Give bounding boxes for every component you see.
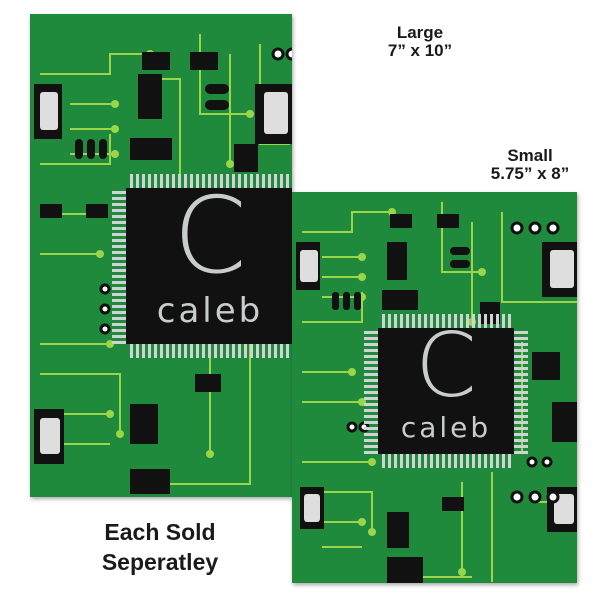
monogram-chip: [126, 188, 292, 344]
small-size-label: Small 5.75” x 8”: [460, 147, 600, 183]
monogram-chip: [378, 328, 514, 454]
note-line-1: Each Sold: [104, 519, 216, 545]
monogram-initial: C: [415, 314, 477, 417]
chip-pins-right: [514, 330, 528, 454]
circuit-pattern: [296, 202, 577, 583]
circuit-pattern: [34, 34, 292, 494]
small-size-name: Small: [507, 146, 553, 165]
monogram-name: caleb: [156, 291, 264, 331]
small-size-dimensions: 5.75” x 8”: [490, 163, 570, 183]
small-book-cover: C caleb: [292, 192, 577, 583]
large-book-cover: C caleb: [30, 14, 292, 497]
note-line-2: Seperatley: [101, 548, 219, 575]
monogram-initial: C: [173, 175, 247, 297]
large-size-dimensions: 7” x 10”: [387, 40, 453, 60]
monogram-name: caleb: [400, 411, 492, 444]
chip-pins-left: [364, 330, 378, 454]
large-size-label: Large 7” x 10”: [360, 24, 480, 60]
chip-pins-top: [382, 314, 512, 328]
chip-pins-bottom: [382, 454, 512, 468]
chip-pins-bottom: [130, 344, 290, 358]
chip-pins-left: [112, 189, 126, 344]
chip-pins-top: [130, 174, 290, 188]
sold-separately-note: Each Sold Seperatley: [60, 518, 260, 578]
large-size-name: Large: [396, 23, 444, 42]
